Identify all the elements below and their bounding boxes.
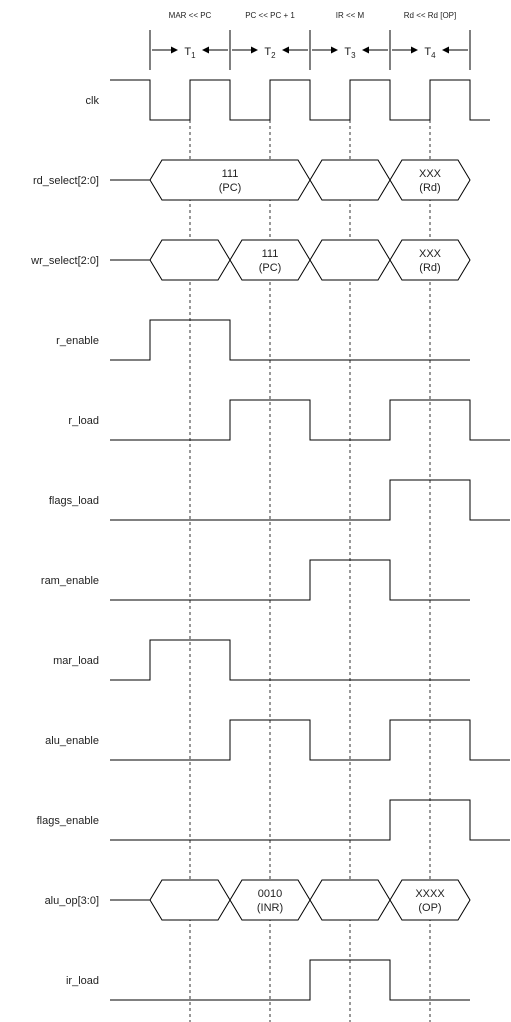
bus-value-sublabel: (Rd)	[419, 262, 440, 274]
phase-op-label: Rd << Rd [OP]	[404, 11, 456, 20]
signal-rows: clkrd_select[2:0]111(PC)XXX(Rd)wr_select…	[30, 79, 510, 1001]
bus-undefined-segment	[309, 239, 391, 281]
signal-row: clk	[86, 79, 490, 121]
bus-value-label: 0010	[258, 888, 282, 900]
clock-waveform	[110, 79, 490, 121]
phase-step-subscript: 3	[351, 51, 356, 60]
bus-undefined-segment	[309, 159, 391, 201]
bus-undefined-segment	[149, 239, 231, 281]
phase-step-subscript: 4	[431, 51, 436, 60]
phase-step-subscript: 1	[191, 51, 196, 60]
signal-row: r_enable	[56, 319, 470, 361]
bus-value-segment	[389, 879, 471, 921]
phase-op-label: PC << PC + 1	[245, 11, 295, 20]
bus-value-sublabel: (Rd)	[419, 182, 440, 194]
signal-label: r_enable	[56, 335, 99, 347]
signal-label: ram_enable	[41, 575, 99, 587]
phase-op-label: MAR << PC	[169, 11, 212, 20]
signal-label: clk	[86, 95, 100, 107]
bus-value-sublabel: (PC)	[219, 182, 242, 194]
signal-row: mar_load	[53, 639, 470, 681]
bus-value-label: 111	[262, 248, 279, 260]
bus-value-label: XXXX	[415, 888, 445, 900]
phase-op-label: IR << M	[336, 11, 365, 20]
phase-step-subscript: 2	[271, 51, 276, 60]
signal-row: flags_load	[49, 479, 510, 521]
signal-label: alu_enable	[45, 735, 99, 747]
phase-step-letter: T	[184, 46, 191, 58]
bus-value-segment	[389, 239, 471, 281]
phase-step-label: T1	[184, 46, 196, 60]
bus-value-segment	[149, 159, 311, 201]
signal-row: alu_op[3:0] 0010 (INR) XXXX (OP)	[45, 879, 471, 921]
bus-value-segment	[229, 879, 311, 921]
phase-step-label: T4	[424, 46, 436, 60]
bus-value-sublabel: (OP)	[418, 902, 441, 914]
signal-label: flags_load	[49, 495, 99, 507]
logic-waveform	[110, 399, 510, 441]
signal-label: flags_enable	[37, 815, 99, 827]
logic-waveform	[110, 479, 510, 521]
logic-waveform	[110, 639, 470, 681]
phase-step-label: T3	[344, 46, 356, 60]
phase-step-label: T2	[264, 46, 276, 60]
signal-row: alu_enable	[45, 719, 510, 761]
bus-value-segment	[229, 239, 311, 281]
bus-value-segment	[389, 159, 471, 201]
phase-step-letter: T	[424, 46, 431, 58]
phase-step-letter: T	[344, 46, 351, 58]
bus-value-label: XXX	[419, 248, 442, 260]
bus-value-sublabel: (INR)	[257, 902, 283, 914]
signal-row: ram_enable	[41, 559, 470, 601]
signal-label: r_load	[68, 415, 99, 427]
signal-row: r_load	[68, 399, 510, 441]
signal-label: ir_load	[66, 975, 99, 987]
signal-label: alu_op[3:0]	[45, 895, 99, 907]
bus-value-label: XXX	[419, 168, 442, 180]
bus-value-sublabel: (PC)	[259, 262, 282, 274]
logic-waveform	[110, 319, 470, 361]
logic-waveform	[110, 799, 510, 841]
logic-waveform	[110, 559, 470, 601]
bus-value-label: 111	[222, 168, 239, 180]
signal-row: ir_load	[66, 959, 470, 1001]
bus-undefined-segment	[309, 879, 391, 921]
logic-waveform	[110, 719, 510, 761]
signal-row: flags_enable	[37, 799, 510, 841]
signal-row: rd_select[2:0] 111 (PC) XXX (Rd)	[33, 159, 471, 201]
signal-label: rd_select[2:0]	[33, 175, 99, 187]
signal-label: wr_select[2:0]	[30, 255, 99, 267]
phase-step-letter: T	[264, 46, 271, 58]
signal-label: mar_load	[53, 655, 99, 667]
signal-row: wr_select[2:0] 111 (PC) XXX (Rd)	[30, 239, 471, 281]
bus-undefined-segment	[149, 879, 231, 921]
logic-waveform	[110, 959, 470, 1001]
